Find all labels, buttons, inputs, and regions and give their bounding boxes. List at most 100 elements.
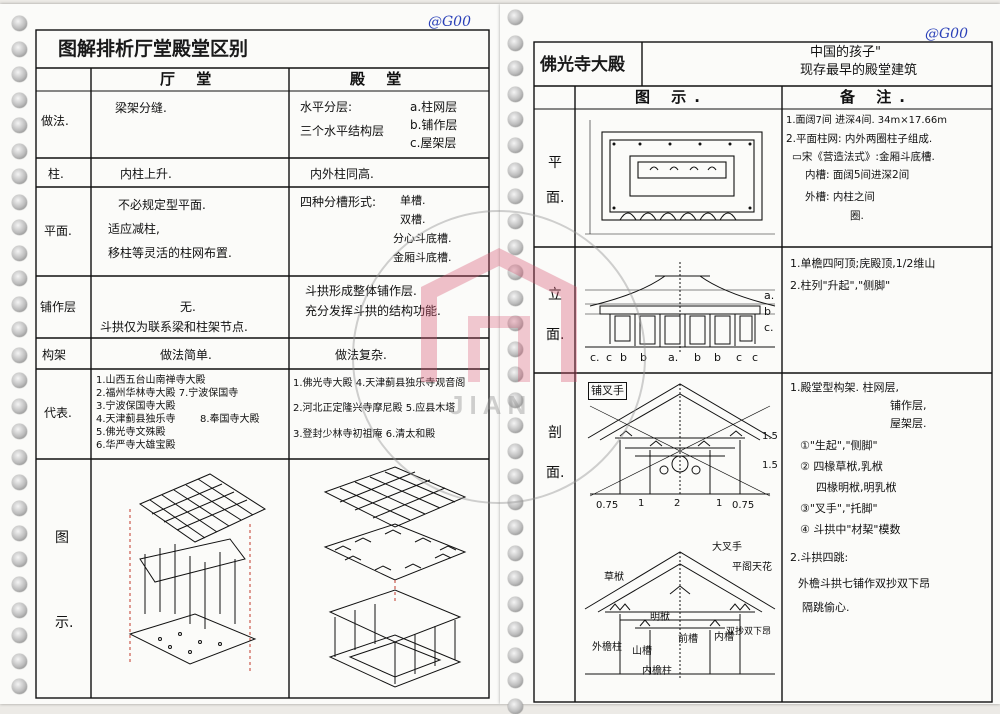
binding-ring: [12, 424, 27, 439]
section-note-4: ①"生起","侧脚": [800, 439, 878, 452]
section-label-gable-bay: 山槽: [632, 646, 652, 657]
column-header-hall: 厅 堂: [160, 70, 220, 88]
right-page-title: 佛光寺大殿: [540, 55, 625, 75]
binding-ring: [508, 239, 523, 255]
binding-ring: [508, 494, 523, 510]
right-corner-tag: @G00: [925, 26, 968, 42]
section-note-1: 1.殿堂型构架. 柱网层,: [790, 381, 899, 394]
binding-ring: [12, 551, 27, 567]
plan-note-6: 圈.: [850, 210, 864, 222]
binding-ring: [12, 602, 27, 618]
binding-ring: [508, 163, 523, 178]
elevation-sketch: [585, 262, 776, 352]
binding-ring: [508, 673, 523, 688]
elevation-letter-6: b: [694, 351, 701, 364]
section-note-8: ④ 斗拱中"材栔"模数: [800, 523, 901, 536]
palace-bracket-line-1: 斗拱形成整体铺作层.: [305, 284, 417, 298]
binding-ring: [508, 545, 523, 561]
elevation-letter-1: c.: [590, 351, 600, 364]
binding-ring: [508, 596, 523, 612]
hall-example-1: 1.山西五台山南禅寺大殿: [96, 375, 206, 386]
section-label-outer-column: 外檐柱: [592, 642, 622, 653]
binding-ring: [508, 214, 523, 229]
section-dim-5: 1: [716, 498, 723, 509]
binding-ring: [508, 622, 523, 637]
binding-ring: [12, 92, 27, 108]
palace-layer-c: c.屋架层: [410, 136, 457, 150]
palace-roof: 做法复杂.: [335, 348, 387, 362]
plan-note-4: 内槽: 面阔5间进深2间: [805, 169, 910, 181]
elevation-note-2: 2.柱列"升起","侧脚": [790, 279, 891, 292]
palace-layer-a: a.柱网层: [410, 100, 458, 114]
plan-note-2: 2.平面柱网: 内外两圈柱子组成.: [786, 133, 933, 145]
section-dim-3: 1: [638, 498, 645, 509]
row-label-method: 做法.: [41, 114, 69, 128]
section-dim-1: 1.5: [762, 431, 778, 442]
section-note-9: 2.斗拱四跳:: [790, 551, 849, 564]
binding-ring: [12, 271, 27, 286]
left-notebook-page: 图解排析厅堂殿堂区别 @G00 厅 堂 殿 堂 做法. 梁架分缝. 水平分层: …: [0, 4, 500, 704]
section-label-bright-beam: 明栿: [650, 612, 670, 623]
palace-plan-type-1: 单槽.: [400, 194, 426, 207]
binding-ring: [508, 316, 523, 331]
binding-ring: [12, 296, 27, 312]
palace-plan-main: 四种分槽形式:: [300, 195, 377, 209]
hall-column: 内柱上升.: [120, 167, 172, 181]
row-label-section-2: 面.: [546, 465, 565, 481]
column-header-palace: 殿 堂: [350, 70, 410, 88]
row-label-elevation-1: 立: [548, 287, 562, 303]
hall-example-2: 2.福州华林寺大殿 7.宁波保国寺: [96, 388, 239, 399]
row-label-column: 柱.: [48, 167, 64, 181]
section-label-inner-column: 内檐柱: [642, 666, 672, 677]
binding-ring: [508, 290, 523, 306]
row-label-elevation-2: 面.: [546, 327, 565, 343]
binding-ring: [508, 392, 523, 408]
binding-ring: [508, 265, 523, 280]
binding-ring: [12, 398, 27, 414]
row-label-bracket: 铺作层: [40, 300, 77, 314]
binding-ring: [12, 628, 27, 643]
row-label-plan-2: 面.: [546, 190, 565, 206]
row-label-diagram-1: 图: [55, 530, 69, 546]
hall-example-8: 8.奉国寺大殿: [200, 414, 260, 425]
elevation-letter-2: c: [606, 351, 613, 364]
section-label-rough-beam: 草栿: [604, 572, 624, 583]
palace-method-line-2: 三个水平结构层: [300, 124, 385, 138]
hall-bracket-line-2: 斗拱仅为联系梁和柱架节点.: [100, 320, 248, 334]
palace-example-1: 1.佛光寺大殿 4.天津蓟县独乐寺观音阁: [293, 378, 466, 389]
hall-example-3: 3.宁波保国寺大殿: [96, 401, 176, 412]
section-dim-2: 1.5: [762, 460, 778, 471]
section-label-inner-bay: 内槽: [714, 632, 734, 643]
palace-plan-type-4: 金厢斗底槽.: [393, 251, 452, 264]
plan-note-1: 1.面阔7间 进深4间. 34m×17.66m: [786, 115, 948, 126]
hall-plan-line-3: 移柱等灵活的柱网布置.: [108, 246, 232, 260]
hall-example-5: 5.佛光寺文殊殿: [96, 427, 166, 438]
hall-roof: 做法简单.: [160, 348, 212, 362]
elevation-side-letter-a: a.: [764, 289, 775, 302]
elevation-letter-9: c: [752, 351, 759, 364]
section-note-11: 隔跳偷心.: [802, 601, 850, 614]
right-subtitle-1: 中国的孩子": [810, 45, 881, 60]
section-tag: 铺叉手: [588, 382, 627, 400]
hall-plan-line-1: 不必规定型平面.: [118, 198, 206, 212]
binding-ring: [12, 41, 27, 57]
section-note-7: ③"叉手","托脚": [800, 502, 878, 515]
binding-ring: [508, 10, 523, 25]
row-label-diagram-2: 示.: [55, 615, 74, 631]
binding-ring: [508, 341, 523, 357]
binding-ring: [508, 61, 523, 76]
binding-ring: [508, 137, 523, 153]
binding-ring: [12, 143, 27, 159]
elevation-letter-5: a.: [668, 351, 679, 364]
elevation-side-letter-c: c.: [764, 321, 774, 334]
binding-ring: [508, 86, 523, 102]
hall-example-6: 6.华严寺大雄宝殿: [96, 440, 176, 451]
binding-ring: [12, 322, 27, 337]
hall-bracket-line-1: 无.: [180, 300, 196, 314]
binding-ring: [12, 16, 27, 31]
cross-section-sketch-upper: [587, 383, 773, 497]
hall-example-4: 4.天津蓟县独乐寺: [96, 414, 176, 425]
binding-ring: [508, 698, 523, 714]
hall-method: 梁架分缝.: [115, 101, 167, 115]
binding-ring: [12, 118, 27, 133]
